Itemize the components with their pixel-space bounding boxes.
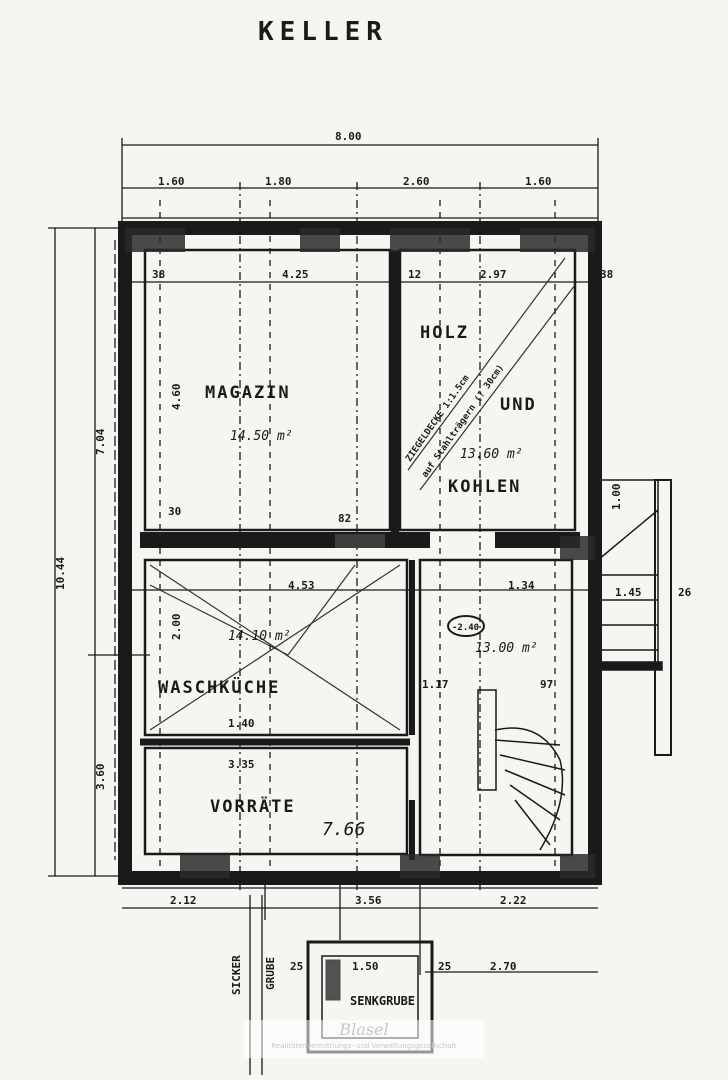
dim-stair-side: 26 <box>678 586 692 599</box>
dim-h-upper: 7.04 <box>94 428 107 455</box>
staircase <box>477 479 672 851</box>
dim-h-lower: 3.60 <box>94 764 107 791</box>
watermark-subtitle: Realitätenvermittlungs- und Verwaltungsg… <box>271 1042 457 1050</box>
waschkueche-diagonals <box>149 564 401 731</box>
room-waschkueche-area: 14.10 m² <box>228 629 291 644</box>
room-kohlen: KOHLEN <box>448 477 521 497</box>
label-grube: GRUBE <box>264 957 277 990</box>
walls <box>118 221 602 885</box>
dim-door-82: 82 <box>338 512 351 525</box>
dim-flur-w: 1.34 <box>508 579 535 592</box>
dim-holz-w: 2.97 <box>480 268 507 281</box>
room-flur-area: 13.00 m² <box>475 641 538 656</box>
room-magazin-area: 14.50 m² <box>230 429 293 444</box>
dim-wall-38-a: 38 <box>152 268 165 281</box>
label-sicker: SICKER <box>230 955 243 995</box>
dim-w1: 1.60 <box>158 175 185 188</box>
watermark: Blasel Realitätenvermittlungs- und Verwa… <box>244 1020 484 1058</box>
room-holz-area: 13.60 m² <box>460 447 523 462</box>
dim-small-97: 97 <box>540 678 553 691</box>
dim-w2: 1.80 <box>265 175 292 188</box>
dim-senk-w: 1.50 <box>352 960 379 973</box>
room-und: UND <box>500 395 537 415</box>
holz-diagonal <box>407 257 576 491</box>
dim-wasch-w: 4.53 <box>288 579 315 592</box>
dim-wall-30: 30 <box>168 505 181 518</box>
dim-small-117: 1.17 <box>422 678 449 691</box>
dim-wasch-h: 2.00 <box>170 614 183 641</box>
dim-total-height: 10.44 <box>54 557 67 590</box>
dim-bottom-left: 2.12 <box>170 894 197 907</box>
left-dimensions <box>48 227 150 877</box>
dim-stair-w: 1.45 <box>615 586 642 599</box>
dim-small-140: 1.40 <box>228 717 255 730</box>
dim-vorrate-w: 3.35 <box>228 758 255 771</box>
dim-wall-12: 12 <box>408 268 421 281</box>
dim-wall-38-b: 38 <box>600 268 613 281</box>
dim-total-width: 8.00 <box>335 130 362 143</box>
flur-tag-oval <box>447 615 485 637</box>
dim-w4: 1.60 <box>525 175 552 188</box>
label-senkgrube: SENKGRUBE <box>350 994 415 1008</box>
dim-w3: 2.60 <box>403 175 430 188</box>
dim-bottom-mid: 3.56 <box>355 894 382 907</box>
watermark-logo: Blasel <box>339 1020 389 1039</box>
room-vorrate: VORRÄTE <box>210 795 296 817</box>
room-vorrate-area: 7.66 <box>322 819 365 840</box>
dim-senk-right-wall: 25 <box>438 960 451 973</box>
room-magazin: MAGAZIN <box>205 383 291 403</box>
dim-senk-right: 2.70 <box>490 960 517 973</box>
room-flur-tag: -2.40 <box>452 623 479 633</box>
plan-title: KELLER <box>258 17 388 47</box>
dim-magazin-w: 4.25 <box>282 268 309 281</box>
room-holz: HOLZ <box>420 323 469 343</box>
room-waschkueche: WASCHKÜCHE <box>158 676 280 698</box>
wall-fills <box>125 228 595 878</box>
dim-stair-h: 1.00 <box>610 484 623 511</box>
dim-magazin-h: 4.60 <box>170 384 183 411</box>
dim-bottom-right: 2.22 <box>500 894 527 907</box>
dim-senk-left: 25 <box>290 960 303 973</box>
